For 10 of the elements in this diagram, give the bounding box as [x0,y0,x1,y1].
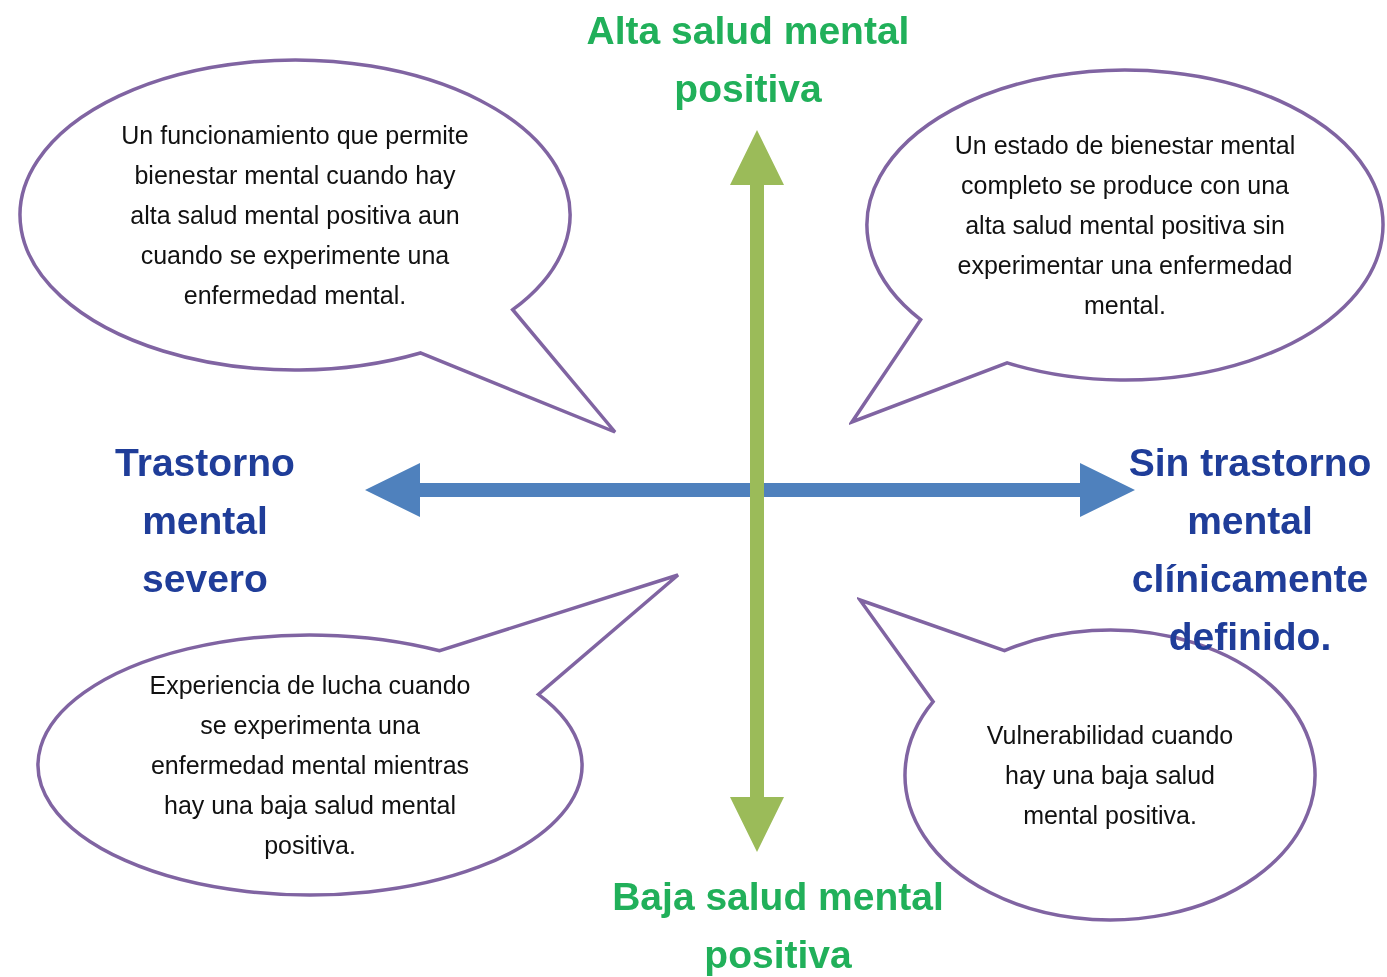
axis-label: Baja salud mental positiva [611,874,945,977]
speech-bubble [849,67,1386,425]
speech-bubble [17,57,618,435]
axis-label: Sin trastorno mental clínicamente definido. [1127,440,1373,660]
bubble-text: Vulnerabilidad cuando hay una baja salud mental positiva. [985,720,1235,831]
bubble-text: Experiencia de lucha cuando se experimenta una enfermedad mental mientras hay una baja salud mental positiva. [148,670,472,861]
axis-label: Trastorno mental severo [114,440,296,602]
bubble-text: Un funcionamiento que permite bienestar mental cuando hay alta salud mental positiva aun cuando se experimente una enfermedad mental. [120,120,470,311]
axis-label: Alta salud mental positiva [585,8,911,112]
bubble-text: Un estado de bienestar mental completo se produce con una alta salud mental positiva sin experimentar una enfermedad mental. [953,130,1297,321]
